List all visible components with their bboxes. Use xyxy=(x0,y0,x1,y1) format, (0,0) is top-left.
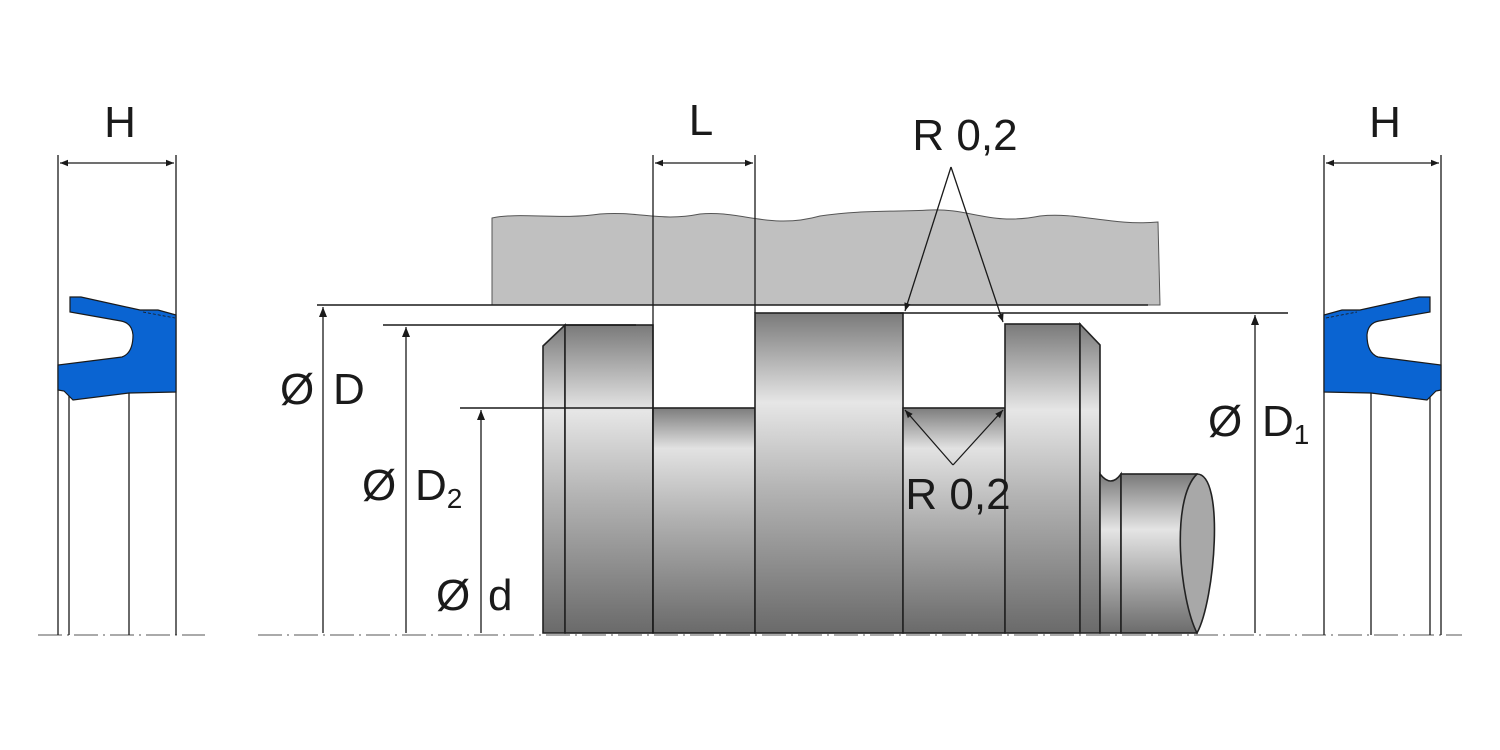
piston xyxy=(542,312,1216,635)
label-radius-top: R 0,2 xyxy=(912,111,1017,160)
label-diam-d-symbol: Ø xyxy=(436,571,470,620)
seal-left-profile xyxy=(57,296,177,401)
housing-bore xyxy=(491,209,1161,306)
label-radius-bottom: R 0,2 xyxy=(905,470,1010,519)
label-diam-D2-symbol: Ø xyxy=(362,461,396,510)
seal-right-profile xyxy=(1323,296,1442,401)
label-diam-D1-symbol: Ø xyxy=(1208,397,1242,446)
labels: H H L R 0,2 R 0,2 Ø D Ø D2 Ø d Ø D1 xyxy=(104,96,1401,620)
label-diam-D1: D1 xyxy=(1262,397,1309,450)
label-diam-D-symbol: Ø xyxy=(280,365,314,414)
label-diam-d: d xyxy=(488,571,512,620)
label-diam-D2: D2 xyxy=(415,461,462,514)
seal-left-view xyxy=(57,155,177,635)
label-l: L xyxy=(689,96,713,145)
seal-right-view xyxy=(1323,155,1442,635)
label-h-right: H xyxy=(1369,98,1401,147)
label-h-left: H xyxy=(104,98,136,147)
dimension-lines xyxy=(317,155,1288,633)
label-diam-D: D xyxy=(333,365,365,414)
